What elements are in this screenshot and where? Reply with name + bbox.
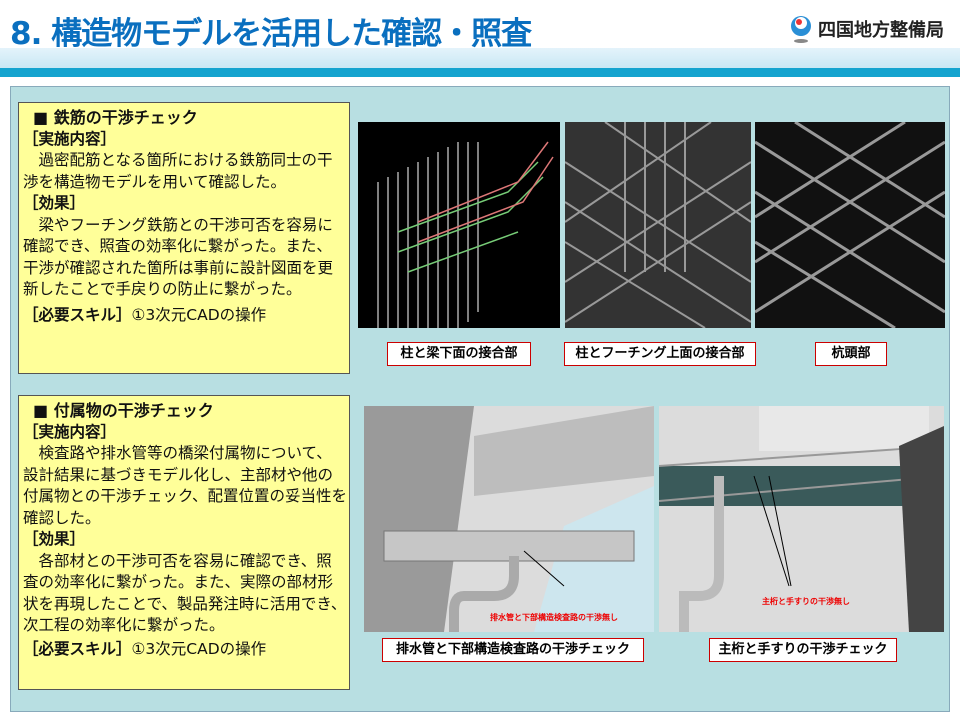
logo-icon bbox=[791, 16, 811, 43]
caption-girder-handrail: 主桁と手すりの干渉チェック bbox=[709, 638, 897, 662]
rebar-image-column-beam bbox=[358, 122, 560, 328]
drain-pipe-image bbox=[364, 406, 654, 632]
header-band bbox=[0, 48, 960, 68]
caption-pile-head: 杭頭部 bbox=[815, 342, 887, 366]
rebar-image-pile-head bbox=[755, 122, 945, 328]
skill-text: ①3次元CADの操作 bbox=[131, 639, 267, 658]
page-title: 8. 構造物モデルを活用した確認・照査 bbox=[10, 16, 532, 52]
impl-text: 検査路や排水管等の橋梁付属物について、設計結果に基づきモデル化し、主部材や他の付… bbox=[23, 444, 347, 527]
section-heading: ■ 鉄筋の干渉チェック bbox=[33, 108, 198, 127]
org-name: 四国地方整備局 bbox=[818, 20, 944, 41]
impl-label: ［実施内容］ bbox=[23, 129, 117, 148]
effect-label: ［効果］ bbox=[23, 530, 86, 548]
skill-text: ①3次元CADの操作 bbox=[131, 305, 267, 324]
header-stripe bbox=[0, 68, 960, 77]
impl-label: ［実施内容］ bbox=[23, 422, 117, 441]
girder-handrail-image bbox=[659, 406, 944, 632]
effect-label: ［効果］ bbox=[23, 194, 86, 212]
skill-label: ［必要スキル］ bbox=[23, 639, 132, 658]
section-heading: ■ 付属物の干渉チェック bbox=[33, 401, 214, 420]
effect-text: 梁やフーチング鉄筋との干渉可否を容易に確認でき、照査の効率化に繋がった。また、干… bbox=[23, 215, 334, 299]
rebar-check-box: ■ 鉄筋の干渉チェック ［実施内容］ 過密配筋となる箇所における鉄筋同士の干渉を… bbox=[18, 102, 350, 374]
effect-text: 各部材との干渉可否を容易に確認でき、照査の効率化に繋がった。また、実際の部材形状… bbox=[23, 551, 347, 635]
attachment-check-box: ■ 付属物の干渉チェック ［実施内容］ 検査路や排水管等の橋梁付属物について、設… bbox=[18, 395, 350, 690]
caption-column-beam: 柱と梁下面の接合部 bbox=[387, 342, 531, 366]
impl-text: 過密配筋となる箇所における鉄筋同士の干渉を構造物モデルを用いて確認した。 bbox=[23, 151, 333, 191]
caption-drain-pipe: 排水管と下部構造検査路の干渉チェック bbox=[382, 638, 644, 662]
caption-column-footing: 柱とフーチング上面の接合部 bbox=[564, 342, 756, 366]
rebar-image-column-footing bbox=[565, 122, 751, 328]
note-no-interference-handrail: 主桁と手すりの干渉無し bbox=[762, 597, 850, 606]
org-logo: 四国地方整備局 bbox=[788, 14, 944, 44]
skill-label: ［必要スキル］ bbox=[23, 305, 132, 324]
note-no-interference-drain: 排水管と下部構造検査路の干渉無し bbox=[490, 613, 618, 622]
